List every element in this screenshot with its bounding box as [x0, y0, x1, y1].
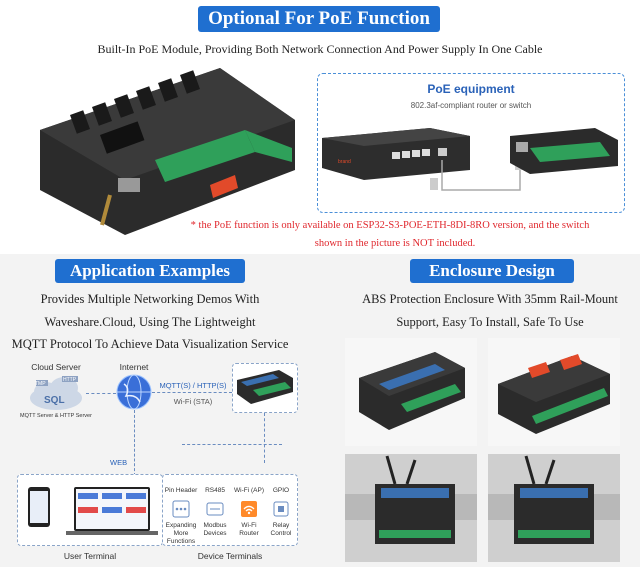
app-title-banner: Application Examples	[55, 259, 245, 283]
sql-label: SQL	[44, 395, 65, 406]
cloud-server-label: Cloud Server	[31, 362, 81, 372]
terminal-rs485-bottom: Modbus Devices	[203, 522, 227, 537]
wifi-router-icon	[240, 500, 258, 518]
cloud-internet-link	[86, 393, 116, 394]
server-caption: MQTT Server & HTTP Server	[20, 413, 92, 419]
svg-text:brand: brand	[338, 159, 351, 165]
enclosure-desc-line1: ABS Protection Enclosure With 35mm Rail-…	[362, 292, 618, 306]
enclosure-photo-top-right	[488, 338, 620, 446]
device-box	[232, 363, 298, 413]
enclosure-title-banner: Enclosure Design	[410, 259, 574, 283]
enclosure-photo-bottom-left	[345, 454, 477, 562]
protocol-label: MQTT(S) / HTTP(S)	[159, 381, 227, 390]
terminal-wifi-ap-bottom: Wi-Fi Router	[239, 522, 259, 537]
device-terminals-label: Device Terminals	[197, 551, 263, 561]
internet-device-link	[152, 392, 232, 393]
relay-icon	[272, 500, 290, 518]
user-terminal-label: User Terminal	[63, 551, 117, 561]
device-bus-line	[182, 444, 282, 445]
terminal-rs485-top: RS485	[205, 487, 225, 494]
poe-note-line1: * the PoE function is only available on …	[190, 220, 590, 231]
user-terminal-box	[17, 474, 163, 546]
http-label: HTTP	[63, 377, 77, 383]
tmp-label: TMP	[35, 381, 46, 387]
enclosure-desc-line2: Support, Easy To Install, Safe To Use	[396, 315, 584, 329]
poe-subtitle: Built-In PoE Module, Providing Both Netw…	[97, 42, 543, 56]
app-desc-line2: Waveshare.Cloud, Using The Lightweight	[44, 315, 256, 329]
terminal-gpio-bottom: Relay Control	[270, 522, 292, 537]
modbus-icon	[206, 500, 224, 518]
internet-label: Internet	[119, 362, 149, 372]
enclosure-photo-bottom-right	[488, 454, 620, 562]
device-vertical-line	[264, 413, 265, 463]
poe-note-line2: shown in the picture is NOT included.	[314, 238, 476, 249]
terminal-pin-header-bottom: Expanding More Functions	[165, 522, 197, 545]
app-desc-line1: Provides Multiple Networking Demos With	[40, 292, 260, 306]
terminal-gpio-top: GPIO	[272, 487, 290, 494]
enclosure-photo-top-left	[345, 338, 477, 446]
poe-title-banner: Optional For PoE Function	[198, 6, 440, 32]
wifi-sta-label: Wi-Fi (STA)	[173, 397, 213, 406]
device-photo	[30, 60, 300, 250]
sql-cloud-icon	[28, 374, 84, 412]
globe-icon	[116, 374, 152, 410]
web-vertical-line	[134, 410, 135, 476]
poe-switch-illustration: brand	[320, 118, 620, 210]
pin-header-icon	[172, 500, 190, 518]
terminal-wifi-ap-top: Wi-Fi (AP)	[234, 487, 264, 494]
poe-equipment-subtitle: 802.3af-compliant router or switch	[410, 101, 532, 110]
app-desc-line3: MQTT Protocol To Achieve Data Visualizat…	[11, 337, 289, 351]
web-label: WEB	[110, 458, 128, 467]
poe-equipment-title: PoE equipment	[427, 82, 515, 96]
terminal-pin-header-top: Pin Header	[164, 487, 198, 494]
